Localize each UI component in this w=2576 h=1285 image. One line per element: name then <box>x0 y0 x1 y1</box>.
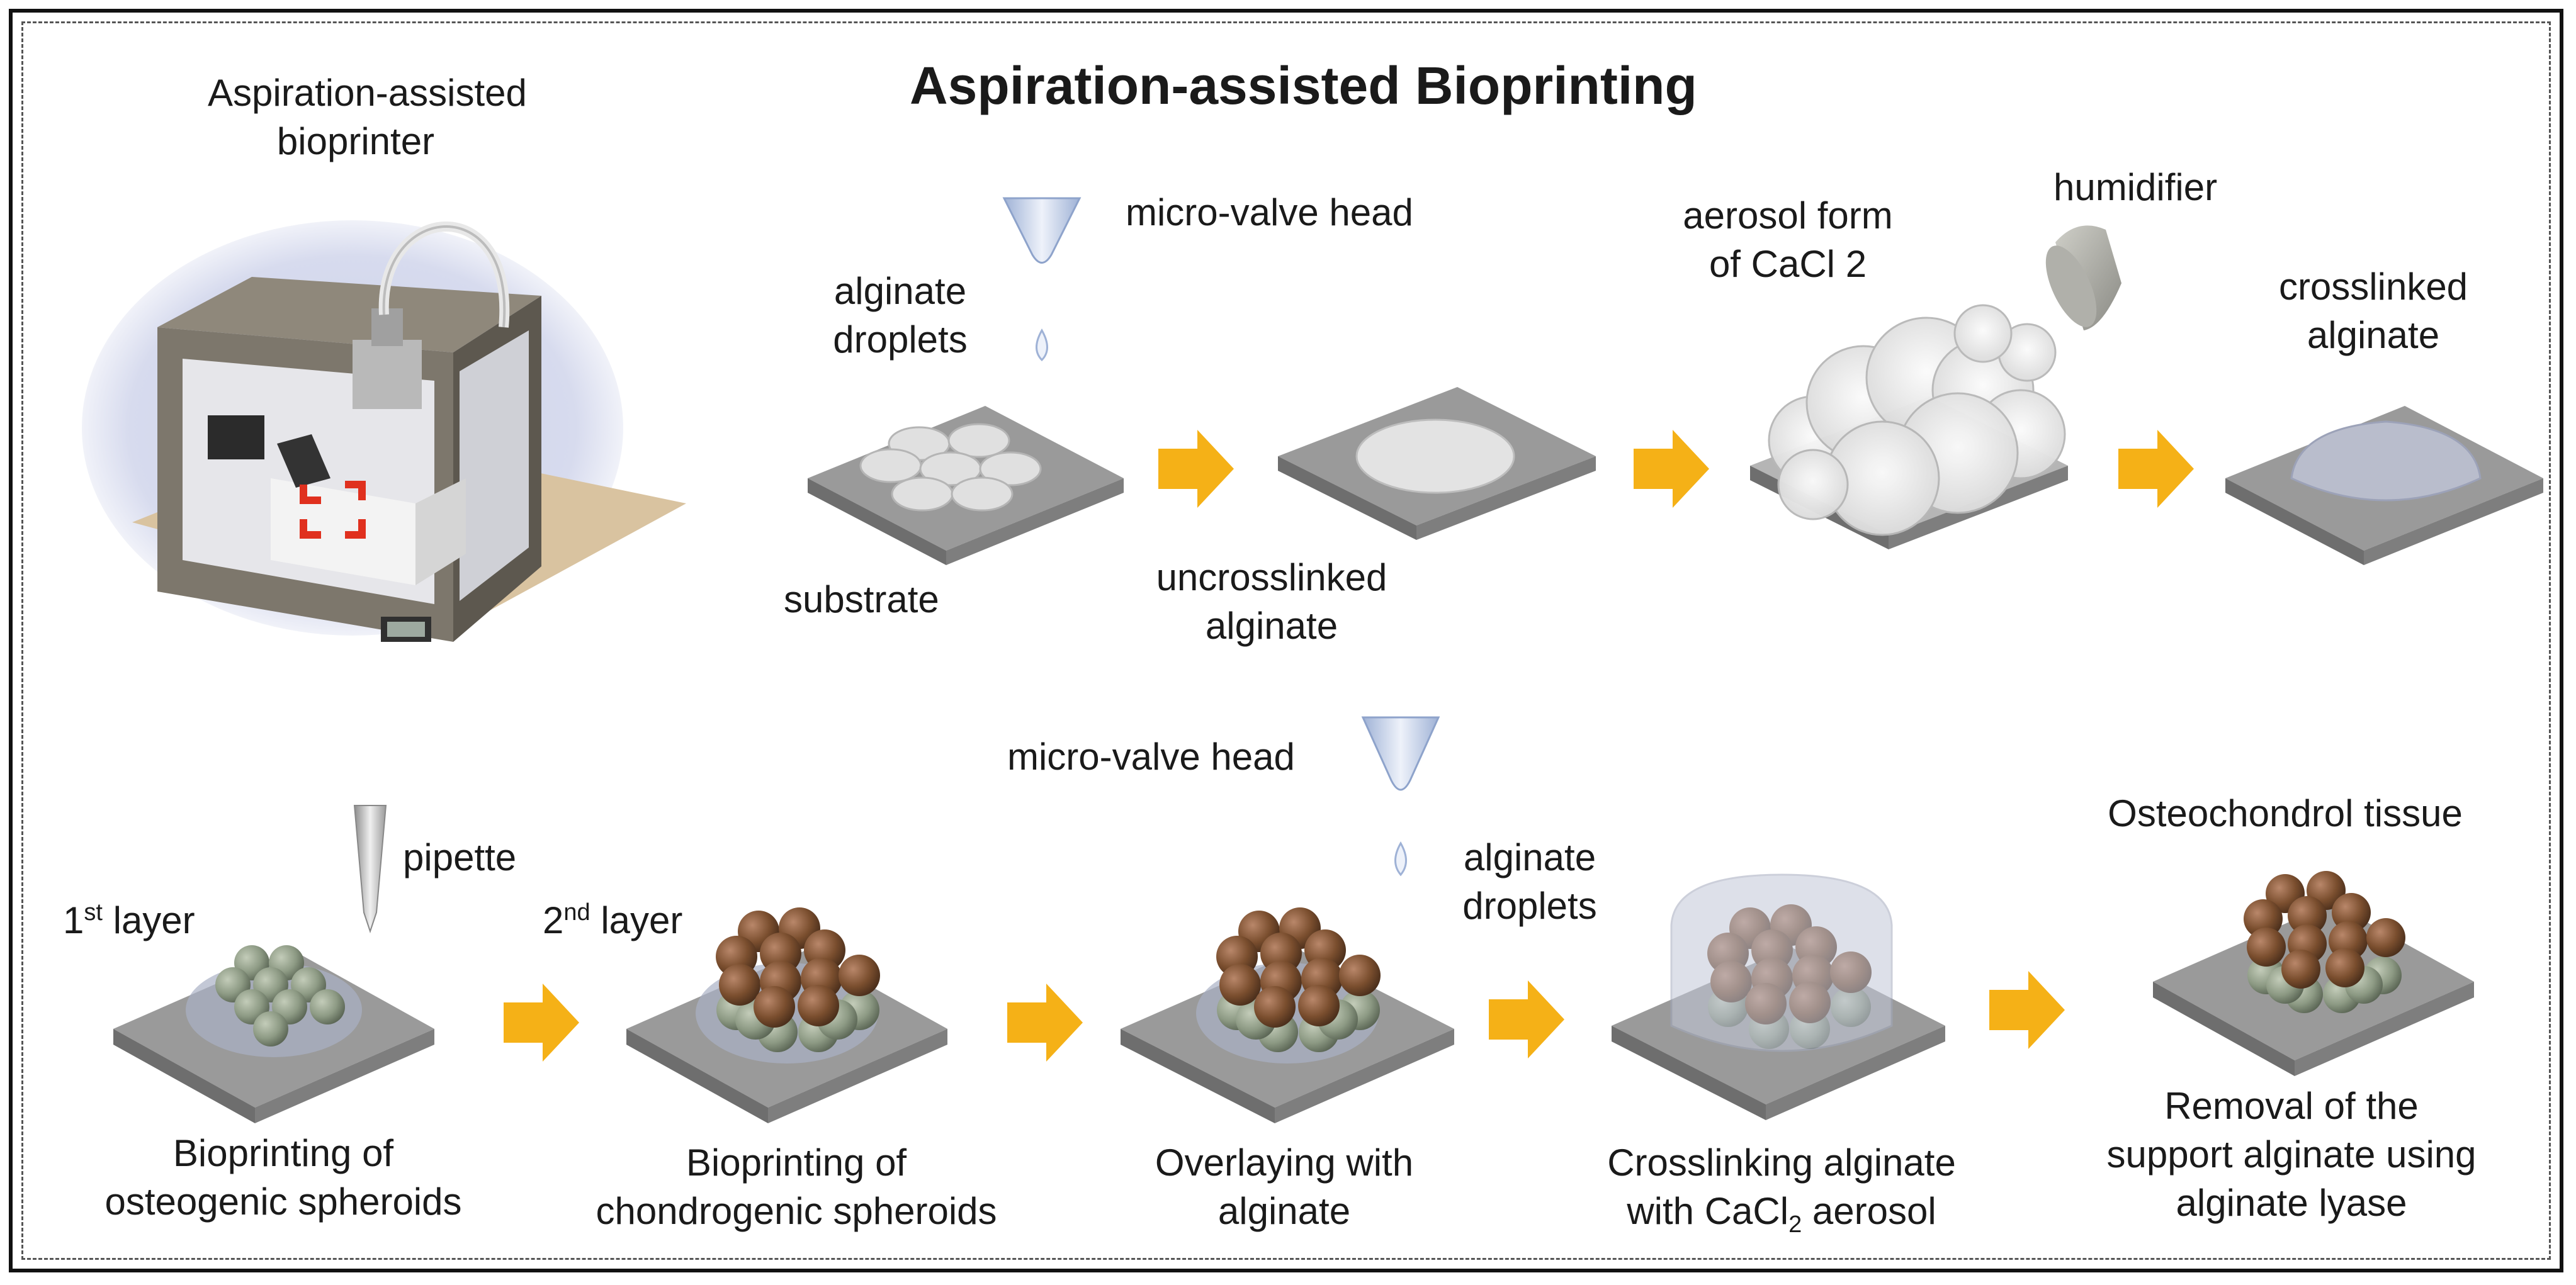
plate-step5 <box>2153 871 2474 1076</box>
plate-step3 <box>1121 907 1454 1123</box>
bioprinter-illustration <box>82 220 686 642</box>
pipette-label: pipette <box>403 836 517 878</box>
crop-marker <box>300 481 366 539</box>
plate-step4 <box>1612 873 1945 1120</box>
substrate-with-droplets <box>808 406 1124 565</box>
droplet-icon <box>1036 328 1048 362</box>
process-arrow <box>1489 980 1564 1058</box>
caption-step1: Bioprinting of osteogenic spheroids <box>105 1132 462 1223</box>
caption-step5: Removal of the support alginate using al… <box>2106 1085 2477 1224</box>
plate-step2 <box>626 907 947 1123</box>
humidifier-icon <box>2045 225 2121 330</box>
process-arrow <box>504 984 579 1062</box>
substrate-label: substrate <box>784 578 939 620</box>
layer1-label: 1st layer <box>63 899 195 941</box>
substrate-crosslinked <box>2225 406 2543 565</box>
micro-valve-head-icon <box>1361 716 1440 791</box>
process-arrow <box>2118 430 2194 508</box>
alginate-droplets-label-top: alginate droplets <box>833 270 968 361</box>
micro-valve-head-icon <box>1002 197 1082 264</box>
outer-frame <box>9 9 2563 1272</box>
caption-step2: Bioprinting of chondrogenic spheroids <box>596 1142 997 1232</box>
process-arrow <box>1007 984 1083 1062</box>
printer-label: Aspiration-assisted bioprinter <box>208 72 527 162</box>
uncrosslinked-alginate-label: uncrosslinked alginate <box>1156 556 1387 647</box>
pipette-icon <box>353 805 387 934</box>
humidifier-label: humidifier <box>2053 166 2218 208</box>
alginate-droplets-label-bottom: alginate droplets <box>1462 836 1597 927</box>
crosslinked-alginate-label: crosslinked alginate <box>2278 266 2468 356</box>
droplet-icon <box>1394 841 1407 877</box>
micro-valve-head-label-bottom: micro-valve head <box>1007 736 1295 778</box>
osteochondrol-tissue-label: Osteochondrol tissue <box>2108 792 2463 834</box>
substrate-uncrosslinked <box>1278 387 1596 540</box>
alginate-dome <box>1670 873 1893 1052</box>
aerosol-cloud <box>1768 304 2066 536</box>
plate-step1 <box>113 945 434 1123</box>
caption-step4: Crosslinking alginate with CaCl2 aerosol <box>1607 1142 1956 1238</box>
substrate-aerosol <box>1750 304 2068 549</box>
figure-title: Aspiration-assisted Bioprinting <box>910 56 1697 115</box>
process-arrow <box>1158 430 1234 508</box>
micro-valve-head-label-top: micro-valve head <box>1126 191 1413 233</box>
inner-dashed-frame <box>21 21 2551 1260</box>
caption-step3: Overlaying with alginate <box>1155 1142 1414 1232</box>
process-arrow <box>1989 971 2065 1049</box>
aerosol-cacl2-label: aerosol form of CaCl 2 <box>1683 194 1893 285</box>
layer2-label: 2nd layer <box>543 899 683 941</box>
process-arrow <box>1634 430 1709 508</box>
